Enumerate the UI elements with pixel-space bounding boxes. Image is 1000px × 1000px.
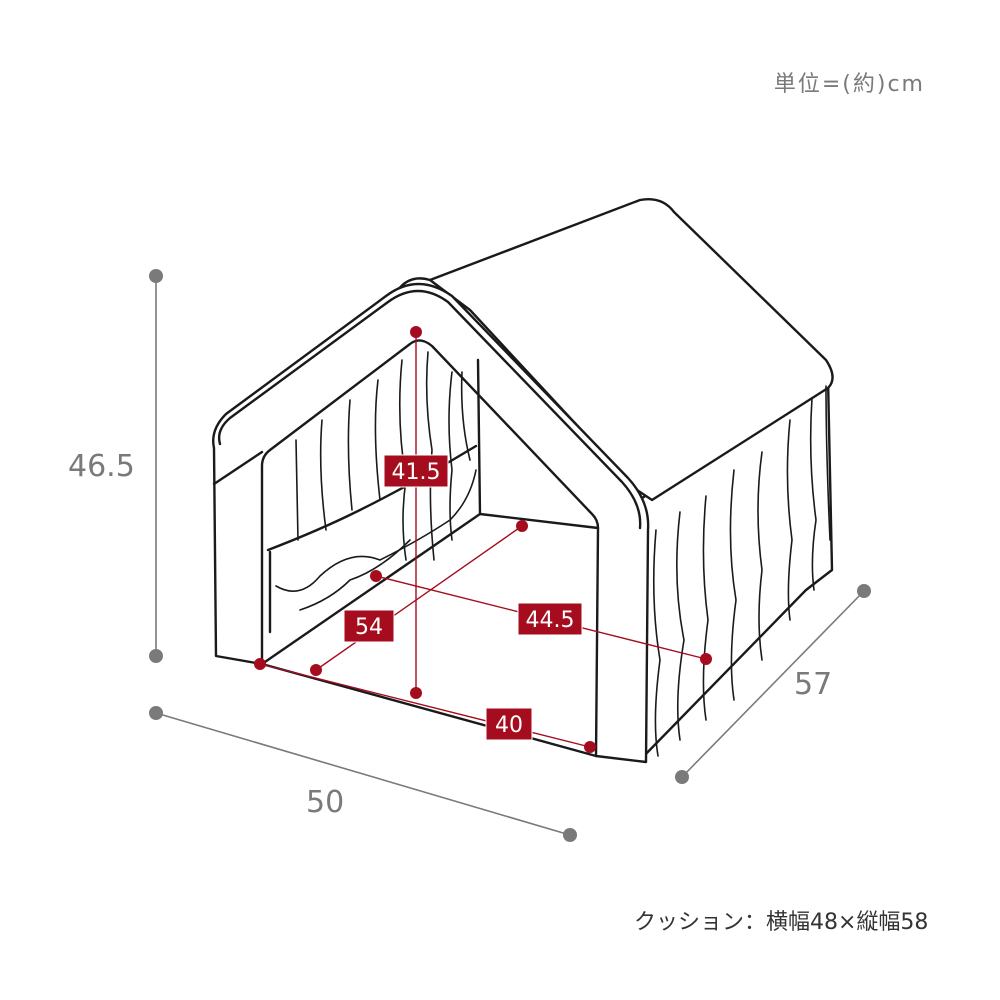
inner-front-width-value: 40 — [495, 713, 523, 738]
outer-width-value: 50 — [306, 785, 344, 820]
inner-depth-line — [315, 525, 523, 671]
outer-height-value: 46.5 — [68, 449, 135, 484]
outer-width-left-dot — [149, 706, 163, 720]
inner-height-top-dot — [410, 326, 422, 338]
inner-dimension-lines — [254, 326, 712, 753]
outer-width-right-dot — [563, 828, 577, 842]
unit-label: 単位=(約)cm — [773, 72, 925, 97]
outer-height-top-dot — [149, 269, 163, 283]
inner-depth-label: 54 — [343, 609, 395, 643]
inner-front-width-right-dot — [584, 741, 596, 753]
pet-house-drawing — [212, 198, 834, 764]
inner-depth-front-dot — [310, 664, 322, 676]
inner-front-width-line — [259, 663, 591, 748]
inner-back-width-label: 44.5 — [517, 602, 583, 636]
inner-depth-value: 54 — [355, 615, 383, 640]
inner-back-width-left-dot — [370, 570, 382, 582]
outer-depth-front-dot — [675, 770, 689, 784]
cushion-size-note: クッション：横幅48×縦幅58 — [634, 910, 929, 935]
inner-height-bottom-dot — [410, 687, 422, 699]
outer-depth-value: 57 — [794, 667, 832, 702]
inner-height-value: 41.5 — [392, 460, 441, 485]
outer-depth-line — [681, 590, 865, 778]
inner-back-width-right-dot — [700, 653, 712, 665]
inner-depth-back-dot — [516, 520, 528, 532]
outer-height-bottom-dot — [149, 649, 163, 663]
inner-front-width-label: 40 — [485, 707, 533, 741]
inner-front-width-left-dot — [254, 658, 266, 670]
inner-height-label: 41.5 — [383, 454, 449, 488]
outer-depth-back-dot — [857, 584, 871, 598]
outer-width-line — [155, 712, 571, 836]
outer-dimension-lines — [149, 269, 871, 842]
inner-back-width-value: 44.5 — [526, 608, 575, 633]
